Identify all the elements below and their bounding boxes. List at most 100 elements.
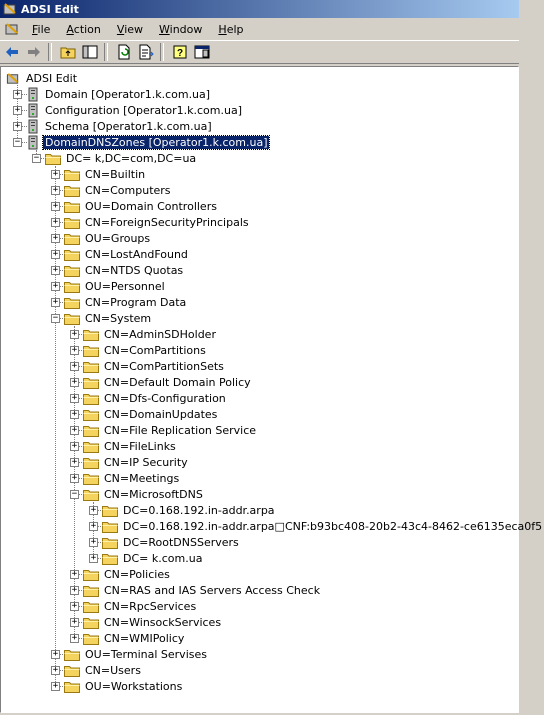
tree-node[interactable]: CN=WMIPolicy [83,630,186,646]
expand-icon[interactable]: + [70,473,79,483]
tree-node[interactable]: CN=MicrosoftDNS [83,486,205,502]
tree-node[interactable]: OU=Domain Controllers [64,198,219,214]
expand-icon[interactable]: + [70,457,79,467]
tree-node[interactable]: CN=AdminSDHolder [83,326,218,342]
expand-icon[interactable]: + [51,217,60,227]
expand-icon[interactable]: + [70,409,79,419]
expand-icon[interactable]: + [51,665,60,675]
tree-node[interactable]: CN=Policies [83,566,172,582]
show-hide-tree-icon[interactable] [80,42,100,62]
tree-node[interactable]: CN=FileLinks [83,438,178,454]
tree-node[interactable]: CN=DomainUpdates [83,406,219,422]
expand-icon[interactable]: + [51,201,60,211]
console-tree-icon[interactable] [192,42,212,62]
help-icon[interactable]: ? [170,42,190,62]
expand-icon[interactable]: + [70,361,79,371]
tree-node[interactable]: CN=RAS and IAS Servers Access Check [83,582,322,598]
tree-node[interactable]: CN=Dfs-Configuration [83,390,228,406]
export-list-icon[interactable] [136,42,156,62]
tree-node[interactable]: DomainDNSZones [Operator1.k.com.ua] [26,134,271,150]
expand-icon[interactable]: + [13,105,22,115]
expand-icon[interactable]: + [89,505,98,515]
tree-node[interactable]: Domain [Operator1.k.com.ua] [26,86,212,102]
tree-node[interactable]: CN=IP Security [83,454,190,470]
tree-node[interactable]: DC=0.168.192.in-addr.arpa□CNF:b93bc408-2… [102,518,544,534]
expand-icon[interactable]: + [51,233,60,243]
tree-node[interactable]: DC= k.com.ua [102,550,204,566]
expand-icon[interactable]: + [51,681,60,691]
expand-icon[interactable]: + [70,569,79,579]
forward-icon[interactable] [24,42,44,62]
menu-window[interactable]: Window [151,23,210,36]
expand-icon[interactable]: + [13,121,22,131]
tree-node[interactable]: CN=ForeignSecurityPrincipals [64,214,251,230]
tree-node[interactable]: CN=LostAndFound [64,246,190,262]
collapse-icon[interactable]: − [13,137,22,147]
expand-icon[interactable]: + [51,281,60,291]
tree-node[interactable]: CN=Program Data [64,294,188,310]
menu-file[interactable]: File [24,23,58,36]
folder-icon [83,633,99,645]
tree-node[interactable]: CN=ComPartitionSets [83,358,226,374]
tree-node[interactable]: DC= k,DC=com,DC=ua [45,150,198,166]
expand-icon[interactable]: + [70,393,79,403]
expand-icon[interactable]: + [70,585,79,595]
expand-icon[interactable]: + [70,441,79,451]
tree-node[interactable]: CN=RpcServices [83,598,198,614]
tree-node[interactable]: OU=Workstations [64,678,184,694]
expand-icon[interactable]: + [70,425,79,435]
tree-node[interactable]: CN=Meetings [83,470,181,486]
collapse-icon[interactable]: − [70,489,79,499]
tree-node[interactable]: CN=ComPartitions [83,342,208,358]
tree-root[interactable]: ADSI Edit [5,70,79,86]
tree-node[interactable]: CN=Users [64,662,143,678]
expand-icon[interactable]: + [70,617,79,627]
folder-icon [83,425,99,437]
tree-node[interactable]: CN=NTDS Quotas [64,262,185,278]
expand-icon[interactable]: + [51,169,60,179]
tree-node[interactable]: DC=0.168.192.in-addr.arpa [102,502,277,518]
expand-icon[interactable]: + [70,601,79,611]
collapse-icon[interactable]: − [32,153,41,163]
refresh-icon[interactable] [114,42,134,62]
expand-icon[interactable]: + [51,297,60,307]
menu-view[interactable]: View [109,23,151,36]
title-bar: ADSI Edit [0,0,519,18]
back-icon[interactable] [2,42,22,62]
menu-action[interactable]: Action [58,23,108,36]
menu-help[interactable]: Help [210,23,251,36]
expand-icon[interactable]: + [89,553,98,563]
tree-node[interactable]: DC=RootDNSServers [102,534,241,550]
expand-icon[interactable]: + [51,649,60,659]
expand-icon[interactable]: + [51,185,60,195]
tree-node[interactable]: CN=Default Domain Policy [83,374,253,390]
console-tree-pane[interactable]: ADSI Edit + Domain [Operator1.k.com.ua] + C… [0,66,542,713]
expand-icon[interactable]: + [51,265,60,275]
expand-icon[interactable]: + [51,249,60,259]
tree-node[interactable]: OU=Terminal Servises [64,646,209,662]
up-folder-icon[interactable] [58,42,78,62]
adsi-edit-app-icon[interactable] [3,2,17,16]
expand-icon[interactable]: + [70,329,79,339]
tree-node-label: CN=RpcServices [104,599,197,613]
system-menu-icon[interactable] [4,21,20,37]
tree-node-label: CN=Users [85,663,141,677]
tree-connector [55,318,65,319]
folder-icon [102,521,118,533]
expand-icon[interactable]: + [70,377,79,387]
expand-icon[interactable]: + [70,345,79,355]
tree-node[interactable]: OU=Groups [64,230,152,246]
collapse-icon[interactable]: − [51,313,60,323]
expand-icon[interactable]: + [89,521,98,531]
tree-node[interactable]: CN=System [64,310,153,326]
tree-node[interactable]: CN=WinsockServices [83,614,223,630]
expand-icon[interactable]: + [13,89,22,99]
tree-node[interactable]: Configuration [Operator1.k.com.ua] [26,102,244,118]
tree-node[interactable]: Schema [Operator1.k.com.ua] [26,118,214,134]
expand-icon[interactable]: + [89,537,98,547]
tree-node[interactable]: OU=Personnel [64,278,167,294]
tree-node[interactable]: CN=Computers [64,182,173,198]
tree-node[interactable]: CN=File Replication Service [83,422,258,438]
expand-icon[interactable]: + [70,633,79,643]
tree-node[interactable]: CN=Builtin [64,166,147,182]
